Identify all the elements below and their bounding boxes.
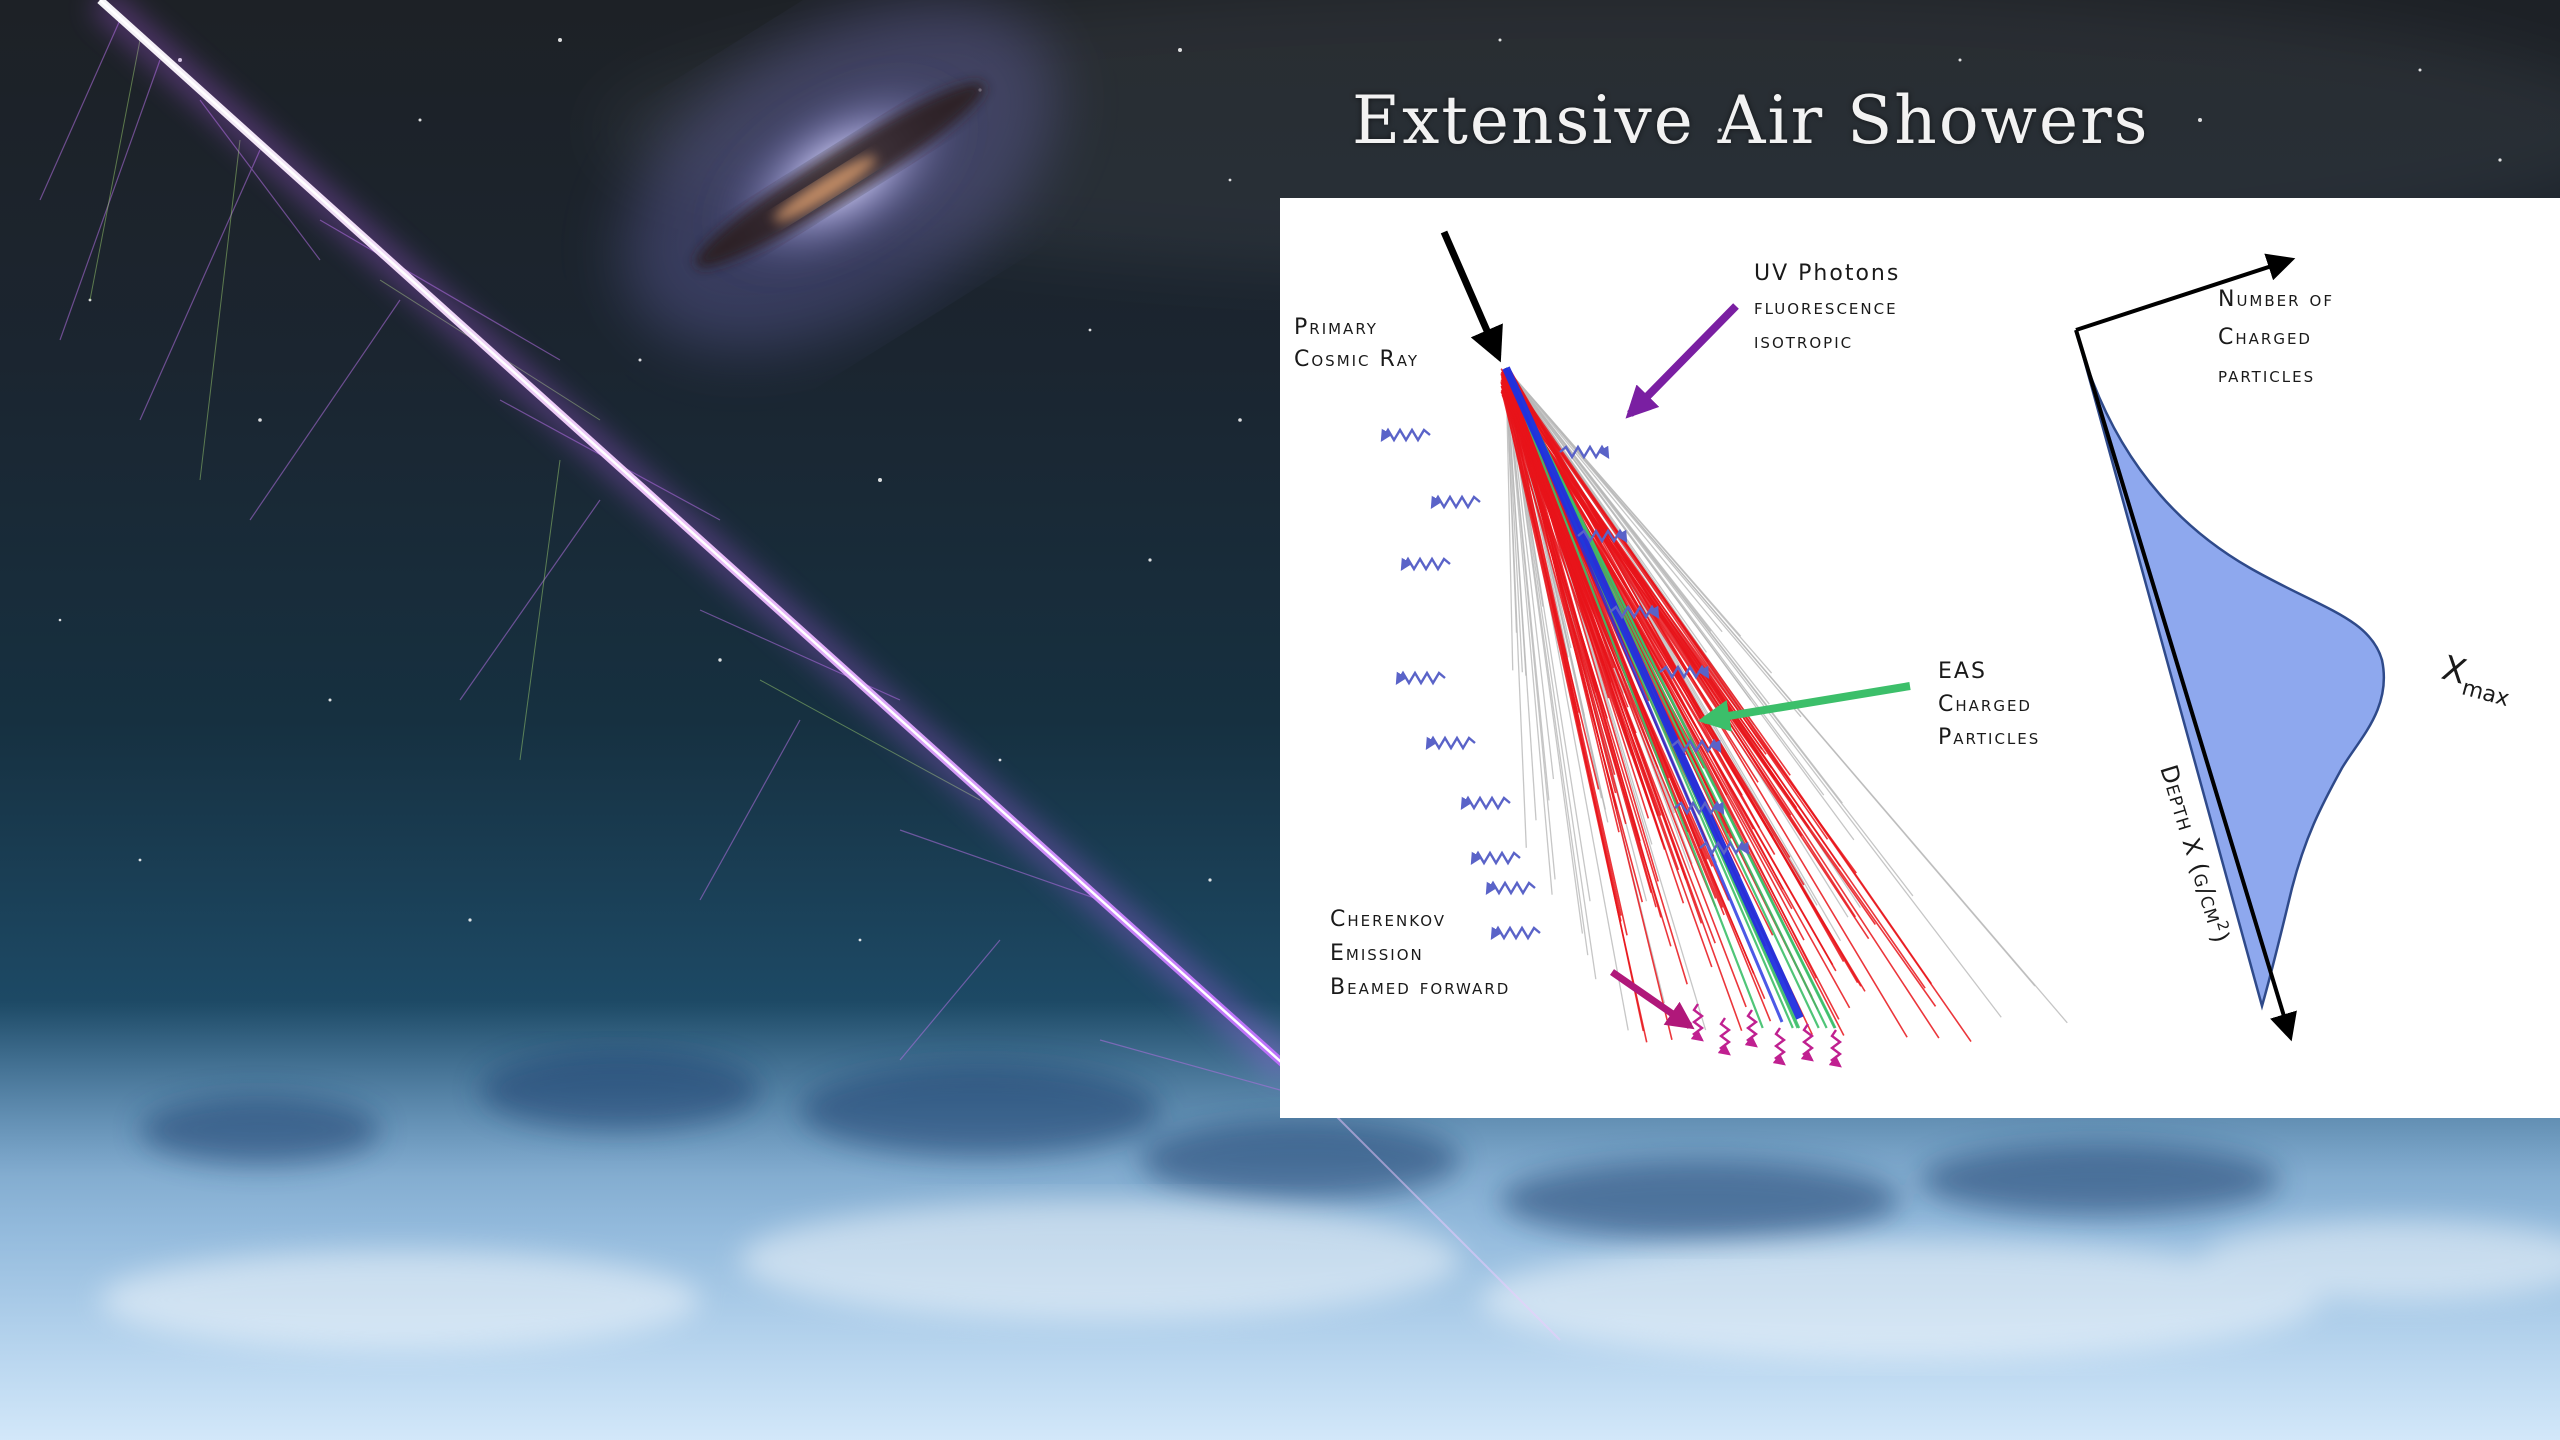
fluorescence-photon: [1395, 670, 1446, 686]
uv-photons-label: UV Photons fluorescence isotropic: [1754, 261, 1900, 354]
cherenkov-photon: [1744, 1009, 1758, 1048]
shower-particle-track: [1505, 367, 1514, 671]
svg-text:fluorescence: fluorescence: [1754, 295, 1898, 320]
fluorescence-photon: [1470, 850, 1521, 866]
uv-photons-arrow: [1625, 303, 1739, 419]
svg-text:Cherenkov: Cherenkov: [1330, 907, 1446, 932]
shower-charged-track: [1502, 386, 1622, 922]
fluorescence-photon: [1699, 840, 1750, 856]
shower-charged-track: [1501, 386, 1648, 1043]
shower-particle-track: [1505, 367, 1556, 880]
shower-particle-track: [1505, 367, 1708, 653]
air-shower-diagram: Primary Cosmic Ray UV Photons fluorescen…: [1280, 198, 2560, 1118]
xmax-label: X max: [2438, 648, 2512, 713]
charged-particle-profile-curve: [2074, 329, 2386, 1011]
number-axis: [2075, 253, 2296, 332]
svg-text:Emission: Emission: [1330, 941, 1424, 966]
shower-core-secondary: [1504, 367, 1784, 1023]
primary-cosmic-ray-arrow: [1440, 230, 1503, 363]
shower-charged-track: [1504, 372, 1685, 904]
shower-charged-track: [1501, 377, 1628, 936]
fluorescence-photon: [1430, 494, 1481, 510]
shower-charged-track: [1507, 393, 1580, 713]
shower-charged-track: [1502, 390, 1876, 925]
shower-charged-track: [1502, 369, 1972, 1043]
fluorescence-photon: [1485, 880, 1536, 896]
shower-particle-track: [1505, 367, 1855, 841]
cherenkov-photon: [1800, 1023, 1814, 1062]
fluorescence-photon: [1380, 427, 1431, 443]
fluorescence-photon: [1460, 795, 1511, 811]
number-of-charged-particles-label: Number of Charged particles: [2218, 287, 2334, 388]
primary-cosmic-ray-label: Primary Cosmic Ray: [1294, 315, 1419, 372]
longitudinal-profile: Number of Charged particles Depth X (g/c…: [2074, 253, 2512, 1042]
svg-text:Cosmic Ray: Cosmic Ray: [1294, 347, 1419, 372]
shower-particle-track: [1505, 367, 1553, 895]
fluorescence-photon: [1425, 735, 1476, 751]
fluorescence-photon: [1400, 556, 1451, 572]
fluorescence-photon: [1490, 925, 1541, 941]
fluorescence-photon: [1659, 664, 1710, 680]
svg-text:EAS: EAS: [1938, 659, 1987, 684]
fluorescence-photon: [1609, 604, 1660, 620]
cherenkov-emission-label: Cherenkov Emission Beamed forward: [1330, 907, 1510, 1000]
svg-text:Particles: Particles: [1938, 725, 2040, 750]
shower-charged-track: [1509, 380, 1829, 840]
cherenkov-photon: [1717, 1017, 1731, 1056]
shower-green-track: [1505, 367, 1836, 1029]
shower-charged-track: [1504, 394, 1629, 708]
shower-particle-track: [1505, 367, 2002, 1018]
fluorescence-photon: [1674, 800, 1725, 816]
svg-text:Primary: Primary: [1294, 315, 1378, 340]
shower-charged-track: [1506, 387, 1627, 825]
shower-particle-track: [1505, 367, 2036, 987]
shower-charged-track: [1506, 377, 1621, 671]
shower-charged-track: [1507, 371, 1845, 962]
svg-text:Beamed forward: Beamed forward: [1330, 975, 1510, 1000]
svg-text:Charged: Charged: [2218, 325, 2312, 350]
svg-text:max: max: [2459, 676, 2512, 713]
fluorescence-photon: [1577, 528, 1628, 544]
shower-charged-track: [1501, 392, 1672, 947]
svg-text:Charged: Charged: [1938, 692, 2032, 717]
svg-text:isotropic: isotropic: [1754, 329, 1853, 354]
fluorescence-photon: [1559, 444, 1610, 460]
eas-charged-particles-label: EAS Charged Particles: [1938, 659, 2040, 750]
shower-charged-track: [1501, 376, 1644, 903]
shower-particle-track: [1505, 367, 1723, 633]
fluorescence-photon: [1671, 738, 1722, 754]
depth-axis: [2074, 329, 2297, 1042]
shower-charged-track: [1508, 369, 1673, 1040]
cherenkov-photon: [1690, 1003, 1704, 1042]
particle-shower: [1380, 366, 2068, 1068]
shower-particle-track: [1505, 367, 1802, 718]
slide-title: Extensive Air Showers: [1352, 82, 2150, 159]
eas-charged-particles-arrow: [1697, 682, 1911, 732]
shower-charged-track: [1502, 373, 1810, 829]
shower-core: [1502, 366, 1804, 1020]
cherenkov-photon: [1828, 1029, 1842, 1068]
cherenkov-arrow: [1610, 969, 1695, 1030]
shower-particle-track: [1505, 367, 1537, 821]
shower-green-track: [1504, 367, 1764, 1029]
shower-particle-track: [1505, 367, 1742, 637]
cherenkov-photon: [1772, 1027, 1786, 1066]
svg-text:Number of: Number of: [2218, 287, 2334, 312]
svg-text:particles: particles: [2218, 363, 2315, 388]
svg-text:UV Photons: UV Photons: [1754, 261, 1900, 286]
